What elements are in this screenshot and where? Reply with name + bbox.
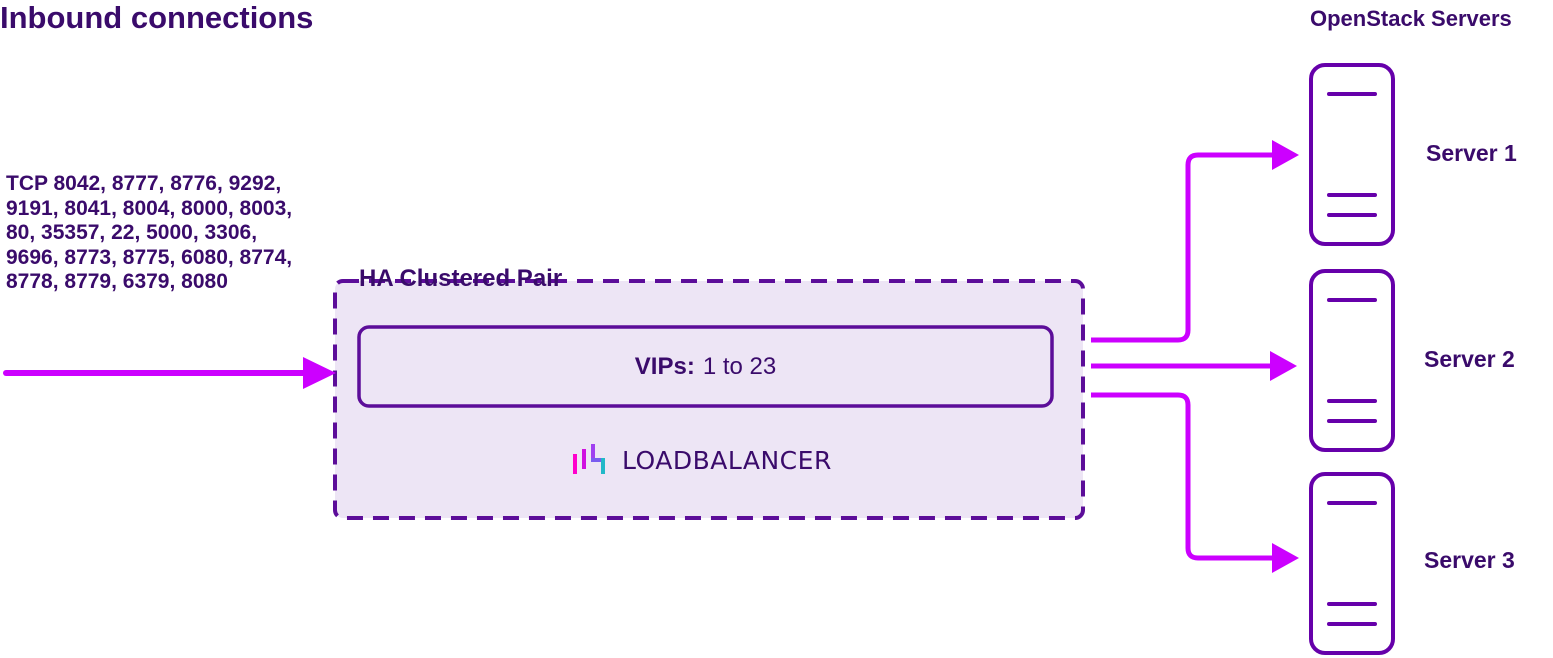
vip-text: VIPs: 1 to 23 [359,327,1052,406]
server-1-icon [1309,63,1395,246]
ha-cluster-box [333,279,1085,520]
vip-label: VIPs: [634,352,695,380]
server-1-label: Server 1 [1426,140,1517,166]
server-2-icon [1309,269,1395,452]
cluster-label: HA Clustered Pair [359,265,563,292]
vip-value: 1 to 23 [702,352,777,380]
inbound-arrow [3,357,336,389]
arrow-to-server-3 [1091,392,1299,573]
servers-title: OpenStack Servers [1310,6,1512,31]
vip-box [357,325,1054,408]
page-title: Inbound connections [0,0,314,35]
server-2-label: Server 2 [1424,346,1515,372]
arrow-to-server-1 [1091,140,1299,343]
logo-text: LOADBALANCER [622,445,832,475]
server-3-label: Server 3 [1424,547,1515,573]
logo-mark-icon [573,444,605,474]
arrow-to-server-2 [1091,351,1297,381]
ports-list: TCP 8042, 8777, 8776, 9292, 9191, 8041, … [6,172,293,293]
loadbalancer-logo: LOADBALANCER [572,444,832,476]
server-3-icon [1309,472,1395,655]
